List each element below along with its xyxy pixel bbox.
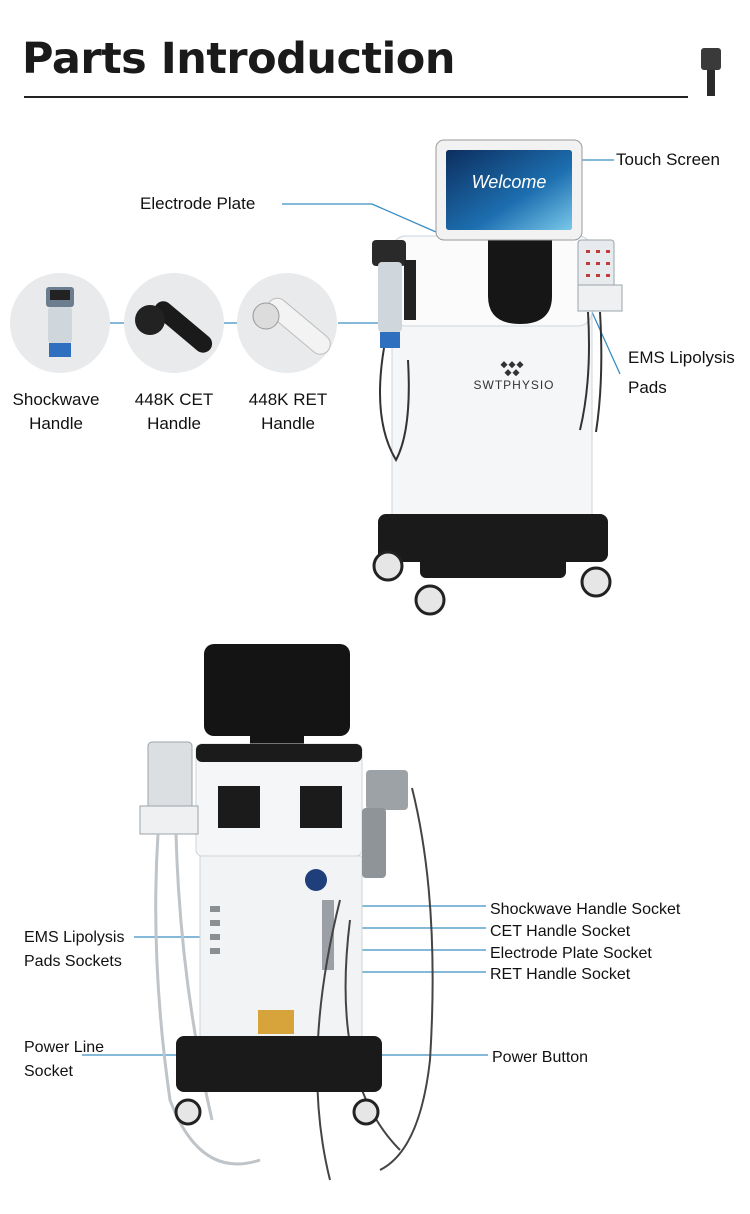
power-line-label-line2: Socket	[24, 1063, 73, 1080]
handle-thumbnail-icon	[700, 46, 722, 100]
shockwave-socket-label: Shockwave Handle Socket	[490, 901, 681, 918]
brand-name: SWTPHYSIO	[473, 378, 555, 392]
ems-sockets-label-line1: EMS Lipolysis	[24, 929, 125, 946]
handle-label-line2: Handle	[29, 414, 83, 433]
power-line-label-line1: Power Line	[24, 1039, 105, 1056]
cet-socket-label: CET Handle Socket	[490, 923, 631, 940]
ret-socket-label: RET Handle Socket	[490, 966, 631, 983]
electrode-plate-label: Electrode Plate	[140, 194, 256, 213]
handle-label-line2: Handle	[261, 414, 315, 433]
handle-label-shockwave: Shockwave Handle	[0, 388, 112, 436]
ems-pads-label-line1: EMS Lipolysis	[628, 348, 735, 367]
handle-label-line1: 448K RET	[248, 390, 328, 409]
title-divider	[24, 96, 688, 98]
page-title: Parts Introduction	[22, 34, 455, 84]
handle-label-line1: 448K CET	[134, 390, 214, 409]
handle-label-line2: Handle	[147, 414, 201, 433]
electrode-socket-label: Electrode Plate Socket	[490, 945, 652, 962]
handle-label-ret: 448K RET Handle	[232, 388, 344, 436]
handle-label-cet: 448K CET Handle	[118, 388, 230, 436]
ems-sockets-label-line2: Pads Sockets	[24, 953, 122, 970]
screen-welcome-text: Welcome	[471, 172, 547, 192]
power-button-label: Power Button	[492, 1049, 589, 1066]
handle-label-line1: Shockwave	[12, 390, 100, 409]
touch-screen-label: Touch Screen	[616, 150, 720, 169]
ems-pads-label-line2: Pads	[628, 378, 667, 397]
